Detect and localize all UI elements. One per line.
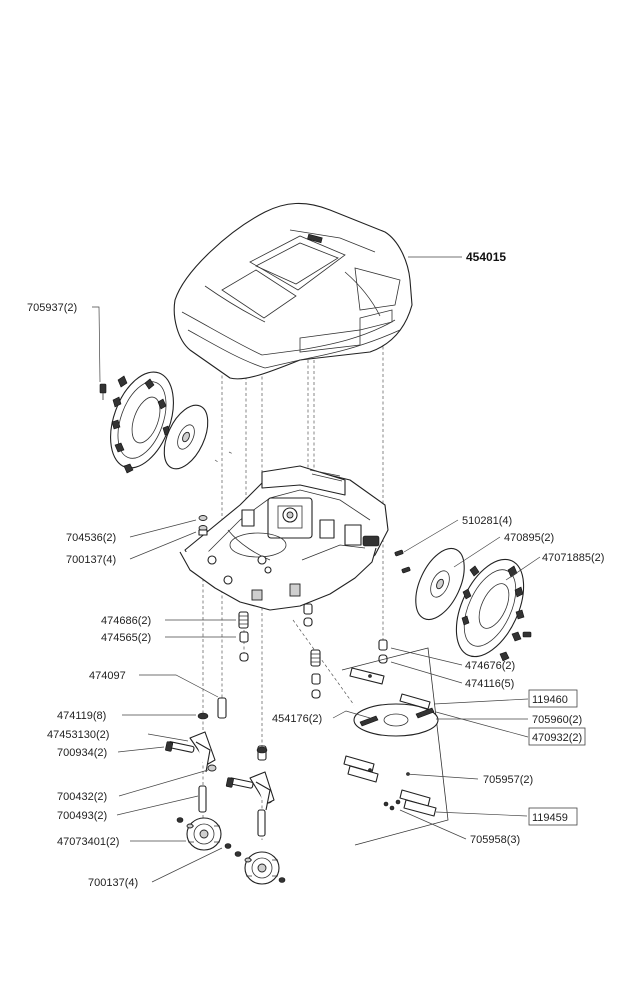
label-510281: 510281(4) bbox=[462, 515, 512, 527]
caster-wheels-part bbox=[176, 817, 286, 885]
front-washers-part bbox=[198, 515, 208, 536]
label-474097: 474097 bbox=[89, 670, 126, 682]
label-474565: 474565(2) bbox=[101, 632, 151, 644]
blade-assembly-frame bbox=[341, 647, 449, 846]
label-470895: 470895(2) bbox=[504, 532, 554, 544]
right-hub-disc-part bbox=[415, 547, 465, 621]
label-454015: 454015 bbox=[466, 250, 506, 264]
label-47071885: 47071885(2) bbox=[542, 552, 604, 564]
blade-parts bbox=[343, 667, 439, 817]
springs-part bbox=[238, 611, 321, 667]
label-47073401: 47073401(2) bbox=[57, 836, 119, 848]
boxed-label-frames bbox=[528, 689, 586, 826]
label-700137-top: 700137(4) bbox=[66, 554, 116, 566]
axles-part bbox=[198, 785, 266, 837]
label-474676: 474676(2) bbox=[465, 660, 515, 672]
bolts-part bbox=[165, 741, 254, 789]
label-119459: 119459 bbox=[532, 812, 568, 824]
part-labels: 454015 705937(2) 704536(2) 700137(4) 510… bbox=[27, 250, 604, 889]
label-47453130: 47453130(2) bbox=[47, 729, 109, 741]
right-wheel-part bbox=[455, 558, 525, 662]
label-700934: 700934(2) bbox=[57, 747, 107, 759]
chassis-part bbox=[179, 465, 389, 611]
label-700493: 700493(2) bbox=[57, 810, 107, 822]
label-474686: 474686(2) bbox=[101, 615, 151, 627]
right-wheel-screw bbox=[522, 631, 532, 638]
label-705957: 705957(2) bbox=[483, 774, 533, 786]
label-470932: 470932(2) bbox=[532, 732, 582, 744]
label-700432: 700432(2) bbox=[57, 791, 107, 803]
left-wheel-part bbox=[110, 371, 174, 474]
leader-lines bbox=[92, 256, 541, 883]
label-474119: 474119(8) bbox=[57, 710, 106, 722]
label-474116: 474116(5) bbox=[465, 678, 514, 690]
label-705960: 705960(2) bbox=[532, 714, 582, 726]
left-wheel-screw bbox=[99, 383, 107, 400]
label-705958: 705958(3) bbox=[470, 834, 520, 846]
label-705937: 705937(2) bbox=[27, 302, 77, 314]
label-119460: 119460 bbox=[532, 694, 568, 706]
label-454176: 454176(2) bbox=[272, 713, 322, 725]
label-700137-bottom: 700137(4) bbox=[88, 877, 138, 889]
right-screws-part bbox=[394, 549, 411, 574]
top-cover-part bbox=[173, 202, 413, 380]
bushings-part bbox=[239, 603, 388, 699]
left-hub-disc-part bbox=[163, 404, 209, 470]
label-704536: 704536(2) bbox=[66, 532, 116, 544]
caster-brackets-part bbox=[189, 731, 275, 811]
